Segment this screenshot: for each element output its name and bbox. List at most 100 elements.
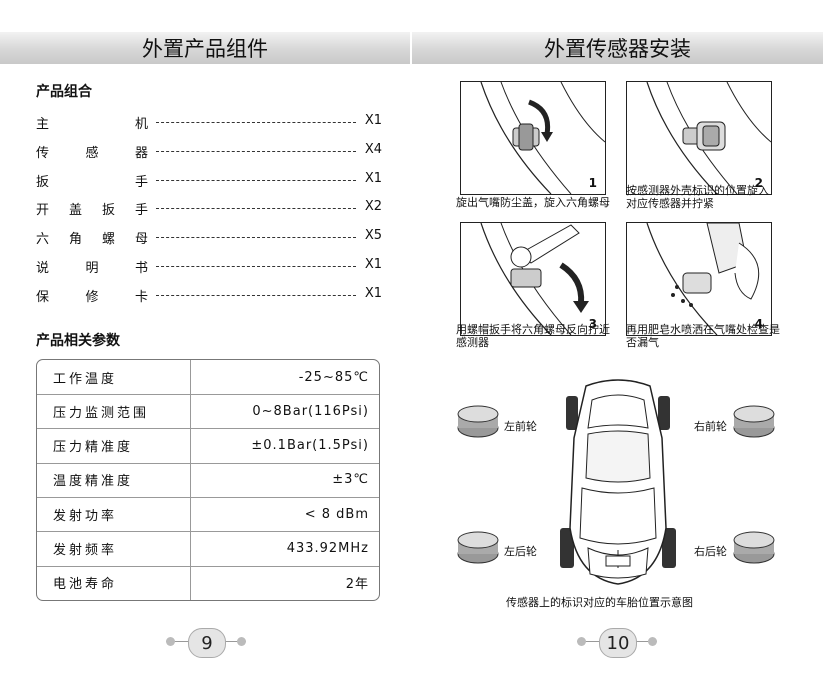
leak-check-spray-illustration bbox=[646, 223, 760, 335]
leader-dots bbox=[156, 150, 356, 152]
combo-item-name: 六角螺母 bbox=[36, 228, 148, 247]
page-number-10: 10 bbox=[599, 628, 637, 658]
combo-item-char: 说 bbox=[36, 261, 50, 276]
diagram-caption: 传感器上的标识对应的车胎位置示意图 bbox=[506, 596, 693, 609]
param-row: 工作温度-25~85℃ bbox=[37, 360, 379, 395]
step-2-panel: 2 bbox=[626, 81, 772, 195]
label-front-left: 左前轮 bbox=[504, 420, 537, 433]
combo-item: 开 盖 扳 手 X2 bbox=[36, 199, 382, 218]
combo-item-name: 开盖扳手 bbox=[36, 199, 148, 218]
param-label: 温度精准度 bbox=[37, 462, 191, 497]
step-1-caption: 旋出气嘴防尘盖，旋入六角螺母 bbox=[456, 196, 610, 209]
leader-dots bbox=[156, 294, 356, 296]
combo-title: 产品组合 bbox=[36, 84, 92, 100]
combo-item-qty: X1 bbox=[364, 257, 382, 272]
pager-right: 10 bbox=[577, 628, 657, 658]
leader-dots bbox=[156, 266, 356, 267]
combo-item-qty: X1 bbox=[364, 113, 382, 128]
combo-item-char: 开 bbox=[36, 203, 50, 219]
sensor-rear-right-icon bbox=[732, 530, 776, 564]
combo-item-char: 螺 bbox=[101, 232, 115, 248]
combo-item-name: 传感器 bbox=[36, 142, 148, 161]
param-row: 压力监测范围 0~8Bar(116Psi) bbox=[37, 394, 379, 430]
step-3-caption: 用螺帽扳手将六角螺母反向拧近感测器 bbox=[456, 323, 610, 349]
combo-item: 说 明 书 X1 bbox=[36, 257, 382, 276]
sensor-front-left-icon bbox=[456, 404, 500, 438]
combo-item-char: 传 bbox=[36, 145, 50, 161]
combo-item-char: 修 bbox=[85, 289, 99, 305]
param-label: 电池寿命 bbox=[37, 565, 191, 600]
step-2-caption: 按感测器外壳标识的位置旋入对应传感器并拧紧 bbox=[626, 184, 769, 210]
step-4-caption: 再用肥皂水喷洒在气嘴处检查是否漏气 bbox=[626, 323, 780, 349]
param-value: ±3℃ bbox=[332, 472, 369, 488]
combo-item-name: 主机 bbox=[36, 113, 148, 132]
combo-item-char: 主 bbox=[36, 117, 50, 132]
step-number: 2 bbox=[754, 176, 763, 190]
leader-dots bbox=[156, 208, 356, 210]
step-number: 3 bbox=[588, 317, 597, 331]
label-rear-right: 右后轮 bbox=[694, 545, 727, 558]
param-row: 发射频率 433.92MHz bbox=[37, 531, 379, 567]
param-row: 发射功率< 8 dBm bbox=[37, 497, 379, 533]
combo-item-char: 扳 bbox=[36, 174, 50, 190]
combo-item-char: 卡 bbox=[134, 289, 148, 305]
combo-item-char: 器 bbox=[134, 145, 148, 161]
step-1-panel: 1 bbox=[460, 81, 606, 195]
left-page-header: 外置产品组件 bbox=[0, 32, 410, 64]
params-title: 产品相关参数 bbox=[36, 333, 120, 349]
combo-item-char: 六 bbox=[36, 232, 50, 248]
param-row: 电池寿命 2年 bbox=[37, 565, 379, 600]
pager-dot bbox=[166, 637, 175, 646]
combo-item-qty: X5 bbox=[364, 228, 382, 244]
car-top-view-illustration bbox=[560, 379, 676, 585]
combo-item-char: 扳 bbox=[101, 203, 115, 219]
combo-item: 传 感 器 X4 bbox=[36, 141, 382, 161]
combo-item-char: 感 bbox=[85, 145, 99, 161]
combo-item-char: 角 bbox=[68, 232, 82, 248]
sensor-install-illustration bbox=[646, 82, 771, 194]
param-row: 压力精准度 ±0.1Bar(1.5Psi) bbox=[37, 428, 379, 464]
param-row: 温度精准度 ±3℃ bbox=[37, 462, 379, 498]
combo-item-qty: X1 bbox=[364, 170, 382, 186]
combo-item-char: 手 bbox=[134, 174, 148, 190]
combo-item-char: 机 bbox=[134, 117, 148, 132]
leader-dots bbox=[156, 237, 356, 239]
combo-item-name: 保修卡 bbox=[36, 286, 148, 305]
combo-item-char: 手 bbox=[134, 203, 148, 219]
param-value: 0~8Bar(116Psi) bbox=[252, 403, 369, 419]
combo-item-char: 盖 bbox=[68, 203, 82, 219]
label-rear-left: 左后轮 bbox=[504, 545, 537, 558]
page-number-9: 9 bbox=[188, 628, 226, 658]
label-front-right: 右前轮 bbox=[694, 420, 727, 433]
combo-item-qty: X4 bbox=[364, 141, 382, 157]
param-value: < 8 dBm bbox=[304, 506, 369, 522]
pager-left: 9 bbox=[166, 628, 246, 658]
combo-item-name: 扳手 bbox=[36, 171, 148, 190]
param-value: 2年 bbox=[345, 577, 369, 593]
combo-item-char: 书 bbox=[134, 261, 148, 276]
right-page-header: 外置传感器安装 bbox=[412, 32, 823, 64]
param-value: ±0.1Bar(1.5Psi) bbox=[251, 438, 369, 454]
pager-dot bbox=[577, 637, 586, 646]
step-3-panel: 3 bbox=[460, 222, 606, 336]
combo-item-qty: X1 bbox=[364, 285, 382, 301]
leader-dots bbox=[156, 122, 356, 123]
param-value: 433.92MHz bbox=[286, 541, 369, 556]
param-label: 压力精准度 bbox=[37, 428, 191, 463]
combo-item-char: 保 bbox=[36, 289, 50, 305]
combo-item-name: 说明书 bbox=[36, 257, 148, 276]
combo-item-char: 明 bbox=[85, 261, 99, 276]
step-number: 1 bbox=[588, 176, 597, 190]
param-label: 发射频率 bbox=[37, 531, 191, 566]
step-4-panel: 4 bbox=[626, 222, 772, 336]
valve-cap-removal-illustration bbox=[480, 82, 605, 194]
combo-item: 保 修 卡 X1 bbox=[36, 285, 382, 305]
param-label: 工作温度 bbox=[37, 360, 191, 394]
wrench-tighten-illustration bbox=[480, 223, 589, 335]
combo-item-qty: X2 bbox=[364, 199, 382, 215]
param-label: 压力监测范围 bbox=[37, 394, 191, 429]
